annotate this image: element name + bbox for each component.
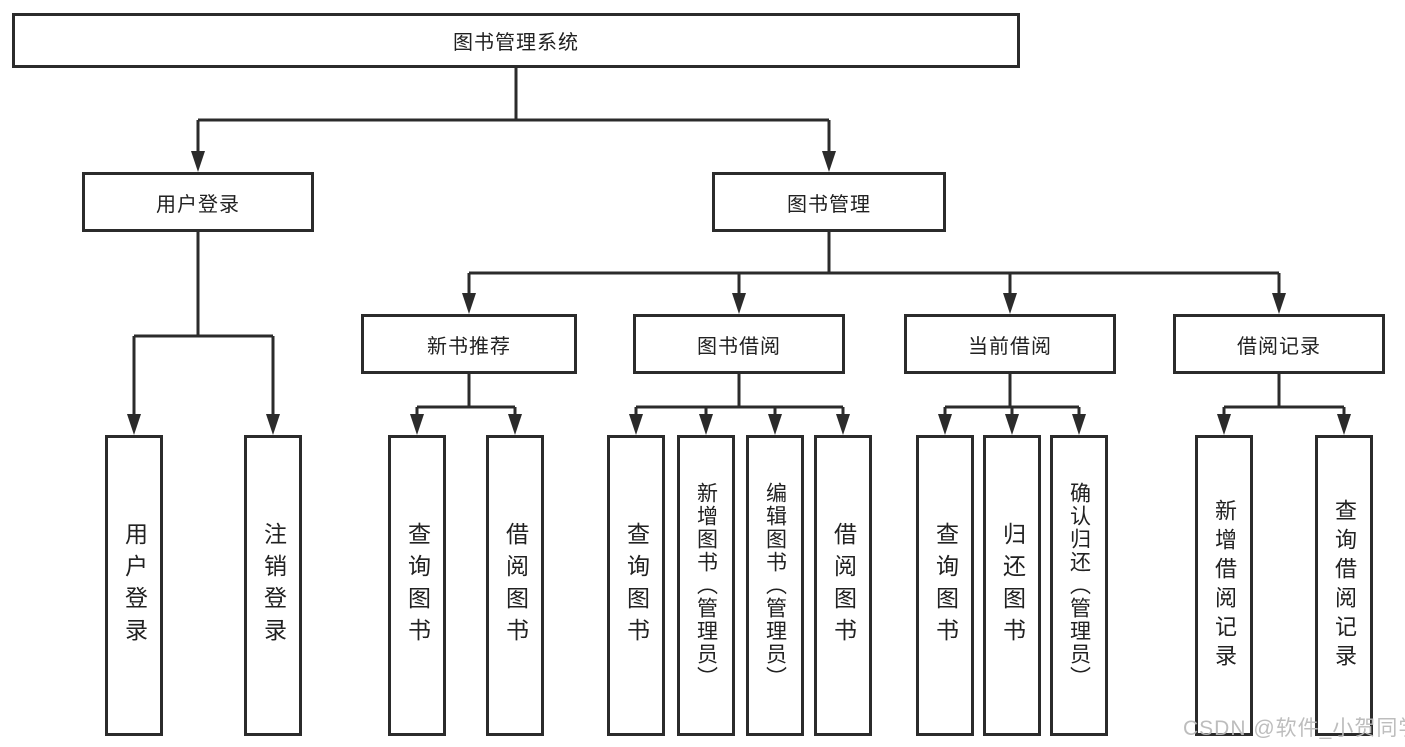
arrowhead-icon — [1337, 414, 1351, 435]
leaf-label: 查询图书 — [932, 521, 959, 650]
arrowhead-icon — [768, 414, 782, 435]
arrowhead-icon — [1072, 414, 1086, 435]
arrowhead-icon — [410, 414, 424, 435]
arrowhead-icon — [462, 293, 476, 314]
node-book-management: 图书管理 — [712, 172, 946, 232]
leaf-label: 用户登录 — [121, 521, 148, 650]
node-book-borrow: 图书借阅 — [633, 314, 845, 374]
leaf-query-books-1: 查询图书 — [388, 435, 446, 736]
leaf-return-book: 归还图书 — [983, 435, 1041, 736]
node-current-borrow: 当前借阅 — [904, 314, 1116, 374]
leaf-label: 借阅图书 — [830, 521, 857, 650]
arrowhead-icon — [191, 151, 205, 172]
node-label: 当前借阅 — [968, 335, 1052, 358]
node-new-book-recommend: 新书推荐 — [361, 314, 577, 374]
arrowhead-icon — [836, 414, 850, 435]
connector-path — [132, 68, 1346, 419]
arrowhead-icon — [127, 414, 141, 435]
node-user-login: 用户登录 — [82, 172, 314, 232]
leaf-label: 查询图书 — [623, 521, 650, 650]
node-label: 借阅记录 — [1237, 335, 1321, 358]
arrowhead-icon — [732, 293, 746, 314]
arrowhead-icon — [508, 414, 522, 435]
arrowhead-icon — [1272, 293, 1286, 314]
leaf-add-book-admin: 新增图书（管理员） — [677, 435, 735, 736]
arrowhead-icon — [266, 414, 280, 435]
leaf-query-books-3: 查询图书 — [916, 435, 974, 736]
arrowhead-icon — [1217, 414, 1231, 435]
leaf-query-books-2: 查询图书 — [607, 435, 665, 736]
leaf-label: 归还图书 — [999, 521, 1026, 650]
node-label: 图书借阅 — [697, 335, 781, 358]
leaf-label: 新增图书（管理员） — [694, 482, 718, 689]
leaf-logout: 注销登录 — [244, 435, 302, 736]
node-library-system: 图书管理系统 — [12, 13, 1020, 68]
arrowhead-icon — [938, 414, 952, 435]
arrowhead-icon — [1005, 414, 1019, 435]
arrowhead-icon — [629, 414, 643, 435]
leaf-label: 新增借阅记录 — [1212, 498, 1237, 673]
leaf-borrow-books-1: 借阅图书 — [486, 435, 544, 736]
leaf-label: 确认归还（管理员） — [1067, 482, 1091, 689]
arrowhead-icon — [822, 151, 836, 172]
leaf-label: 借阅图书 — [502, 521, 529, 650]
leaf-query-borrow-record: 查询借阅记录 — [1315, 435, 1373, 736]
node-borrow-records: 借阅记录 — [1173, 314, 1385, 374]
leaf-user-login: 用户登录 — [105, 435, 163, 736]
node-label: 新书推荐 — [427, 335, 511, 358]
node-label: 用户登录 — [156, 193, 240, 216]
arrowheads — [127, 151, 1351, 435]
node-label: 图书管理系统 — [453, 32, 579, 54]
leaf-confirm-return-admin: 确认归还（管理员） — [1050, 435, 1108, 736]
arrowhead-icon — [699, 414, 713, 435]
watermark: CSDN @软件_小贺同学 — [1183, 717, 1405, 740]
leaf-label: 编辑图书（管理员） — [763, 482, 787, 689]
leaf-label: 注销登录 — [260, 521, 287, 650]
node-label: 图书管理 — [787, 193, 871, 216]
leaf-add-borrow-record: 新增借阅记录 — [1195, 435, 1253, 736]
arrowhead-icon — [1003, 293, 1017, 314]
leaf-label: 查询图书 — [404, 521, 431, 650]
leaf-borrow-books-2: 借阅图书 — [814, 435, 872, 736]
leaf-label: 查询借阅记录 — [1332, 498, 1357, 673]
leaf-edit-book-admin: 编辑图书（管理员） — [746, 435, 804, 736]
